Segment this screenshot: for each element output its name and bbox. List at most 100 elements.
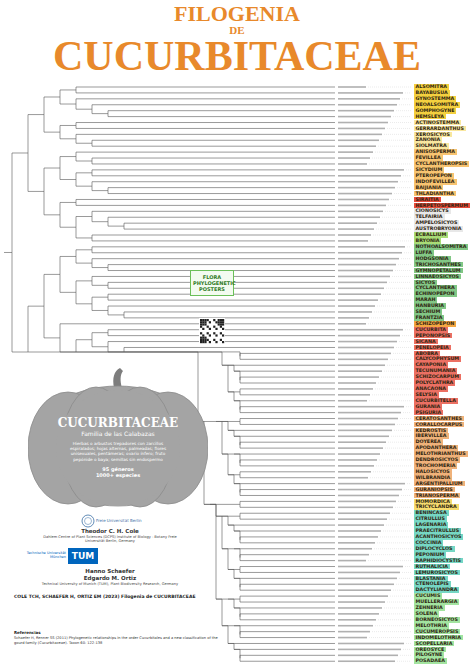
genus-label: SCOPELLARIA bbox=[414, 641, 454, 647]
genus-label: ACTINOSTEMMA bbox=[414, 120, 461, 126]
tip-texture bbox=[338, 376, 379, 378]
tree-branch bbox=[76, 250, 92, 257]
tip-texture bbox=[338, 619, 376, 621]
tip-texture bbox=[338, 145, 376, 147]
tree-branch bbox=[222, 454, 228, 475]
tree-branch bbox=[92, 161, 335, 164]
genus-name: ACANTHOSICYOS bbox=[416, 534, 462, 540]
leader-line bbox=[395, 507, 411, 508]
leader-line bbox=[400, 418, 411, 419]
leader-line bbox=[406, 643, 411, 644]
leader-line bbox=[395, 270, 411, 271]
genus-label: PENELOPEIA bbox=[414, 345, 451, 351]
tree-branch bbox=[92, 140, 335, 143]
qr-module bbox=[202, 341, 204, 343]
tree-branch bbox=[204, 504, 216, 599]
leader-line bbox=[375, 625, 411, 626]
qr-module bbox=[218, 323, 220, 325]
tree-branch bbox=[234, 484, 240, 493]
tree-branch bbox=[234, 400, 335, 401]
genus-name: MUELLERARGIA bbox=[416, 599, 458, 605]
genus-label: MELOTHRIA bbox=[414, 623, 449, 629]
qr-module bbox=[200, 341, 202, 343]
tip-texture bbox=[338, 512, 390, 514]
tree-branch bbox=[240, 490, 335, 493]
genus-name: SCHIZOCARPUM bbox=[416, 374, 460, 380]
leader-line bbox=[388, 442, 411, 443]
leader-line bbox=[380, 300, 411, 301]
genus-name: MELOTHRIA bbox=[416, 623, 448, 629]
qr-module bbox=[202, 323, 204, 325]
genus-label: CUCUMIS bbox=[414, 593, 442, 599]
genus-label: DOYEREA bbox=[414, 439, 443, 445]
tree-branch bbox=[60, 132, 76, 139]
tree-branch bbox=[60, 125, 76, 132]
genus-label: KEDROSTIS bbox=[414, 428, 448, 434]
genus-label: THLADIANTHA bbox=[414, 191, 456, 197]
genus-name: APODANTHERA bbox=[416, 445, 457, 451]
leader-line bbox=[377, 542, 411, 543]
genus-name: SICYDIUM bbox=[416, 167, 443, 173]
tree-branch bbox=[124, 223, 335, 226]
genus-name: CUCUMEROPSIS bbox=[416, 629, 459, 635]
genus-label: PEPONIUM bbox=[414, 552, 446, 558]
genus-name: CTENOLEPIS bbox=[416, 581, 450, 587]
genus-name: BLASTANIA bbox=[416, 576, 447, 582]
leader-line bbox=[370, 477, 411, 478]
family-name: CUCURBITACEAE bbox=[48, 416, 188, 430]
tip-texture bbox=[338, 329, 403, 331]
leader-line bbox=[384, 607, 411, 608]
genus-label: CUCURBITELLA bbox=[414, 398, 458, 404]
tip-texture bbox=[338, 234, 371, 236]
tip-texture bbox=[338, 139, 379, 141]
tree-branch bbox=[60, 90, 76, 97]
genus-label: INDOMELOTHRIA bbox=[414, 635, 463, 641]
genus-label: ACANTHOSICYOS bbox=[414, 534, 463, 540]
tree-branch bbox=[76, 104, 92, 109]
leader-line bbox=[379, 223, 411, 224]
genus-label: GURANIA bbox=[414, 404, 442, 410]
tip-texture bbox=[338, 264, 396, 266]
genus-label: ANACAONA bbox=[414, 386, 448, 392]
tree-branch bbox=[222, 365, 228, 392]
tip-texture bbox=[338, 305, 375, 307]
tree-branch bbox=[234, 401, 240, 410]
tip-texture bbox=[338, 270, 393, 272]
leader-line bbox=[370, 240, 411, 241]
leader-line bbox=[392, 513, 411, 514]
tip-texture bbox=[338, 205, 386, 207]
leader-line bbox=[402, 98, 411, 99]
genus-label: FEVILLEA bbox=[414, 155, 443, 161]
tip-texture bbox=[338, 524, 384, 526]
genus-label: PSIGURIA bbox=[414, 410, 443, 416]
tip-texture bbox=[338, 530, 381, 532]
genus-name: PENELOPEIA bbox=[416, 345, 450, 351]
tree-branch bbox=[60, 338, 76, 352]
leader-line bbox=[394, 193, 411, 194]
tree-branch bbox=[92, 217, 108, 222]
tree-branch bbox=[240, 389, 335, 392]
tree-branch bbox=[240, 569, 335, 572]
citation: COLE TCH, SCHAEFER H, ORTIZ EM (2023) Fi… bbox=[14, 594, 230, 600]
tip-texture bbox=[338, 293, 381, 295]
tip-texture bbox=[338, 388, 373, 390]
tip-texture bbox=[338, 222, 377, 224]
genus-name: DACTYLIANDRA bbox=[416, 587, 458, 593]
tip-texture bbox=[338, 418, 398, 420]
genus-label: CERATOSANTHES bbox=[414, 416, 464, 422]
tree-branch bbox=[92, 238, 335, 241]
tree-branch bbox=[44, 306, 60, 338]
tree-branch bbox=[240, 407, 335, 410]
tip-texture bbox=[338, 572, 400, 574]
tree-branch bbox=[108, 347, 124, 352]
genus-label: CIONOSICYS bbox=[414, 208, 451, 214]
genus-name: PILOGYNE bbox=[416, 652, 443, 658]
genus-label: MARAH bbox=[414, 297, 437, 303]
qr-module bbox=[222, 319, 224, 321]
tree-branch bbox=[92, 105, 335, 109]
tree-branch bbox=[234, 531, 240, 540]
tree-branch bbox=[12, 252, 28, 352]
qr-module bbox=[213, 332, 215, 334]
tree-branch bbox=[240, 614, 335, 617]
